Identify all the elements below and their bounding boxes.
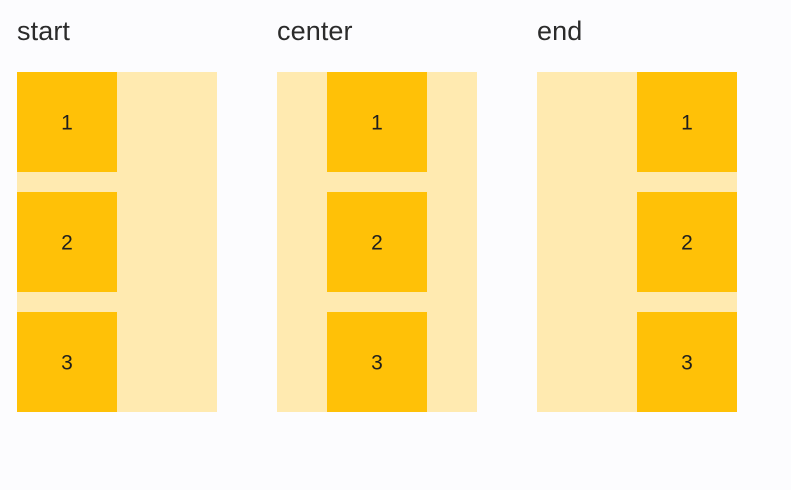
flex-container-end: 1 2 3 xyxy=(537,72,737,412)
flex-item-number: 3 xyxy=(681,351,693,375)
group-label-center: center xyxy=(277,16,353,46)
flex-item: 3 xyxy=(637,312,737,412)
group-label-end: end xyxy=(537,16,583,46)
flex-item: 1 xyxy=(637,72,737,172)
flex-item-number: 3 xyxy=(371,351,383,375)
flex-item-number: 1 xyxy=(61,111,73,135)
flex-item: 2 xyxy=(17,192,117,292)
flex-container-start: 1 2 3 xyxy=(17,72,217,412)
flex-item-number: 2 xyxy=(371,231,383,255)
group-label-start: start xyxy=(17,16,71,46)
flex-item-number: 1 xyxy=(681,111,693,135)
flex-item: 3 xyxy=(17,312,117,412)
flex-item-number: 2 xyxy=(61,231,73,255)
flex-item-number: 2 xyxy=(681,231,693,255)
flex-item: 2 xyxy=(637,192,737,292)
flex-container-center: 1 2 3 xyxy=(277,72,477,412)
flex-item-number: 1 xyxy=(371,111,383,135)
flex-item: 2 xyxy=(327,192,427,292)
flex-item-number: 3 xyxy=(61,351,73,375)
flex-item: 1 xyxy=(327,72,427,172)
flex-item: 3 xyxy=(327,312,427,412)
flex-item: 1 xyxy=(17,72,117,172)
